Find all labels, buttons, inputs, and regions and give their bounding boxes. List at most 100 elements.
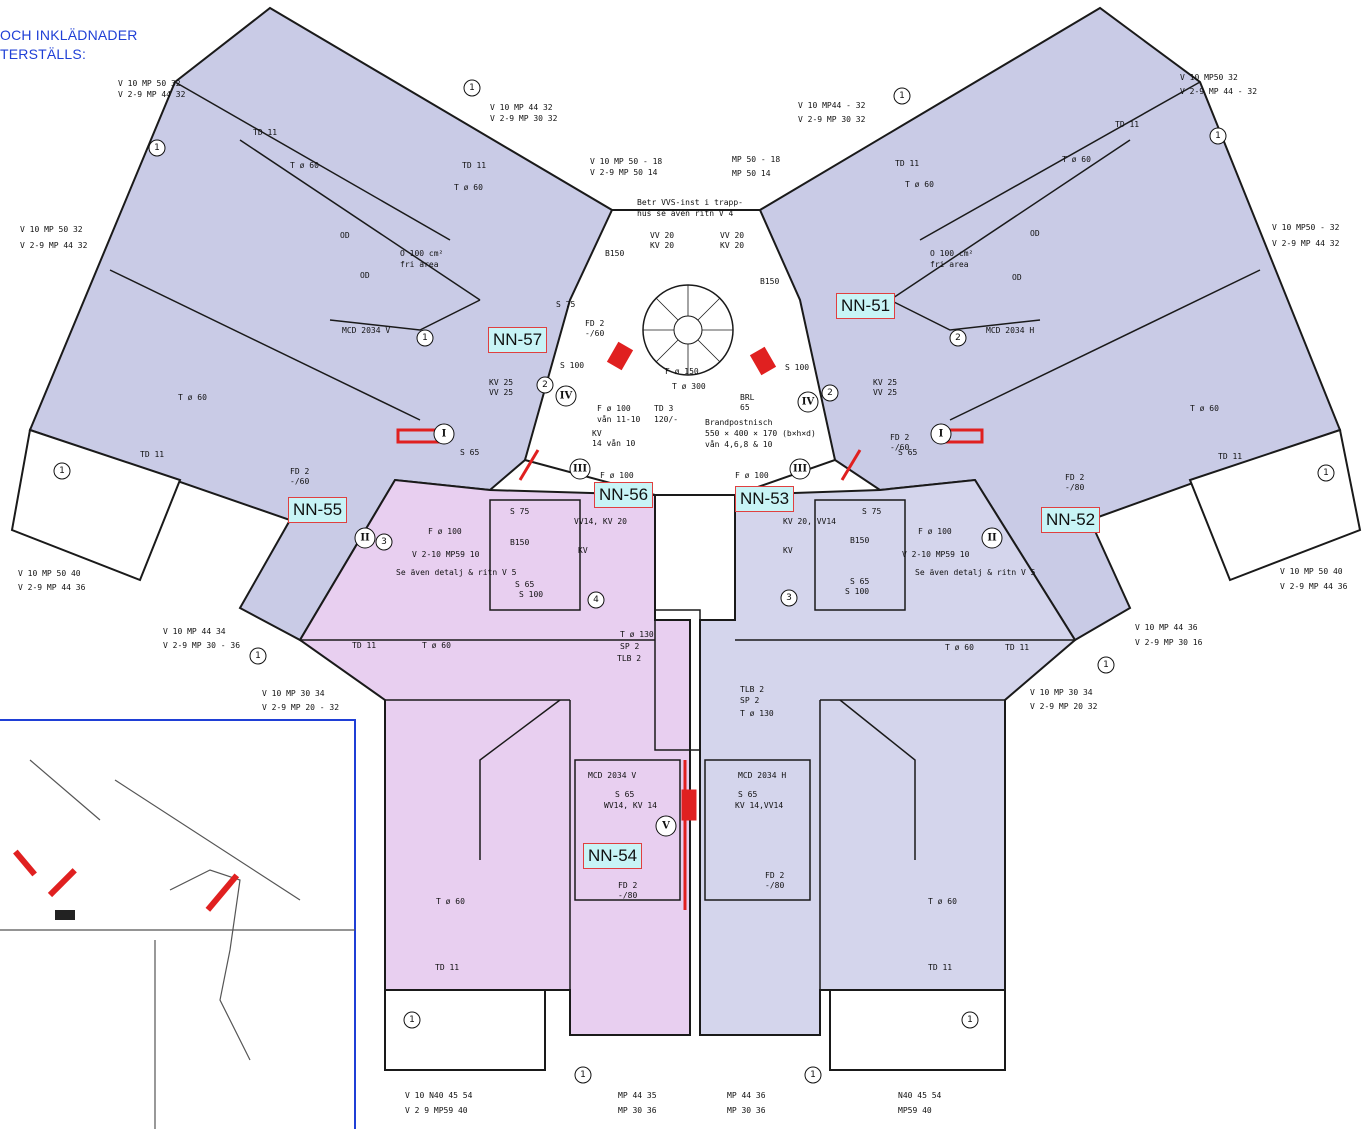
note-tr-g1: V 10 MP 30 34 — [1030, 688, 1093, 697]
note-td3b: 120/- — [654, 415, 678, 424]
note-fd-1: FD 2 — [585, 319, 604, 328]
note-o100b-r: fri area — [930, 260, 969, 269]
svg-text:1: 1 — [469, 83, 475, 93]
note-tl-d1: V 10 MP 50 32 — [20, 225, 83, 234]
note-tr-f2: V 2-9 MP 30 16 — [1135, 638, 1203, 647]
note-t60-2: T ø 60 — [454, 183, 483, 192]
note-b150-3: B150 — [510, 538, 529, 547]
tag-nn-51: NN-51 — [836, 293, 896, 319]
note-tl-e2: V 2-9 MP 44 36 — [18, 583, 86, 592]
tag-nn-56: NN-56 — [594, 482, 654, 508]
svg-text:IV: IV — [560, 391, 573, 402]
note-detail-l: Se även detalj & ritn V 5 — [396, 568, 517, 577]
note-t60-8: T ø 60 — [945, 643, 974, 652]
note-vv25-l: VV 25 — [489, 388, 513, 397]
note-tr-g2: V 2-9 MP 20 32 — [1030, 702, 1098, 711]
svg-text:2: 2 — [542, 380, 548, 390]
shaft-markers — [396, 341, 984, 910]
note-fd-6b: -/80 — [765, 881, 784, 890]
tag-nn-52: NN-52 — [1041, 507, 1101, 533]
note-s100-2: S 100 — [785, 363, 809, 372]
svg-text:V: V — [661, 821, 670, 832]
note-tr-e2: V 2-9 MP 44 36 — [1280, 582, 1348, 591]
svg-text:II: II — [987, 533, 997, 544]
note-b-c1: MP 44 36 — [727, 1091, 766, 1100]
note-mcd5-l: MCD 2034 V — [588, 771, 636, 780]
note-fd-1b: -/60 — [585, 329, 604, 338]
svg-text:I: I — [442, 429, 447, 440]
note-f100a: F ø 100 — [597, 404, 631, 413]
svg-text:1: 1 — [1323, 468, 1329, 478]
note-s65-4: S 65 — [898, 448, 917, 457]
svg-text:1: 1 — [1103, 660, 1109, 670]
note-b-d1: N40 45 54 — [898, 1091, 942, 1100]
note-kvvv: KV 20, VV14 — [783, 517, 836, 526]
note-s65-3: S 65 — [460, 448, 479, 457]
svg-text:2: 2 — [827, 388, 833, 398]
svg-text:1: 1 — [967, 1015, 973, 1025]
note-t60-3: T ø 60 — [178, 393, 207, 402]
note-b-b2: MP 30 36 — [618, 1106, 657, 1115]
note-tl-b1: V 10 MP 44 32 — [490, 103, 553, 112]
note-brand-1: Brandpostnisch — [705, 418, 773, 427]
svg-text:1: 1 — [255, 651, 261, 661]
note-kv14b: 14 vån 10 — [592, 438, 636, 448]
note-brand-3: vån 4,6,8 & 10 — [705, 439, 773, 449]
note-kv20-r: KV 20 — [720, 241, 744, 250]
note-fd-5: FD 2 — [618, 881, 637, 890]
note-s100-3: S 100 — [519, 590, 543, 599]
note-od-4: OD — [1012, 273, 1022, 282]
note-s65-5: S 65 — [615, 790, 634, 799]
note-mp59-l: V 2-10 MP59 10 — [412, 550, 480, 559]
balcony-bottom-left — [384, 989, 546, 1071]
note-b-c2: MP 30 36 — [727, 1106, 766, 1115]
note-tr-a2: V 2-9 MP 44 - 32 — [1180, 87, 1257, 96]
note-fd-2: FD 2 — [290, 467, 309, 476]
note-td11-8: TD 11 — [1005, 643, 1029, 652]
note-o100-r: O 100 cm² — [930, 249, 973, 258]
svg-text:2: 2 — [955, 333, 961, 343]
note-fd-3: FD 2 — [890, 433, 909, 442]
note-vvkv: VV14, KV 20 — [574, 517, 627, 526]
svg-text:II: II — [360, 533, 370, 544]
note-detail-r: Se även detalj & ritn V 5 — [915, 568, 1036, 577]
inset-detail — [0, 719, 356, 1129]
note-s100-1: S 100 — [560, 361, 584, 370]
note-tr-b1: V 10 MP44 - 32 — [798, 101, 866, 110]
note-brand-2: 550 × 400 × 170 (b×h×d) — [705, 429, 816, 438]
balcony-left — [10, 428, 182, 582]
note-kv14-l: KV — [578, 546, 588, 555]
note-s65-1: S 65 — [515, 580, 534, 589]
unit-number-circles: 1 1 1 1 1 2 1 1 2 2 4 3 1 1 1 1 1 1 3 — [53, 79, 1335, 1084]
note-t60-7: T ø 60 — [422, 641, 451, 650]
svg-text:1: 1 — [422, 333, 428, 343]
header-line-1: OCH INKLÄDNADER — [0, 27, 138, 43]
svg-text:1: 1 — [810, 1070, 816, 1080]
note-betr-1: Betr VVS-inst i trapp- — [637, 198, 743, 207]
note-o100b-l: fri area — [400, 260, 439, 269]
shaft-numerals: I I II II III III IV IV V — [354, 385, 1003, 837]
note-t60-1: T ø 60 — [290, 161, 319, 170]
note-b150-2: B150 — [760, 277, 779, 286]
note-od-3: OD — [1030, 229, 1040, 238]
interior-walls — [109, 81, 1261, 990]
note-kv25-r: KV 25 — [873, 378, 897, 387]
note-fd-3b: -/60 — [890, 443, 909, 452]
note-vv25-r: VV 25 — [873, 388, 897, 397]
apartment-bottom-left — [298, 478, 691, 1036]
svg-text:1: 1 — [580, 1070, 586, 1080]
note-td3: TD 3 — [654, 404, 673, 413]
tag-nn-53: NN-53 — [735, 486, 795, 512]
note-od-2: OD — [360, 271, 370, 280]
svg-text:3: 3 — [381, 537, 387, 547]
note-mcd-l: MCD 2034 V — [342, 326, 390, 335]
note-s75-1: S 75 — [556, 300, 575, 309]
note-t60-5: T ø 60 — [905, 180, 934, 189]
note-kv14-r: KV — [783, 546, 793, 555]
note-brl-2: 65 — [740, 403, 750, 412]
note-tl-c1: V 10 MP 50 - 18 — [590, 157, 662, 166]
note-kv14: KV — [592, 429, 602, 438]
note-t60-4: T ø 60 — [1062, 155, 1091, 164]
note-t60-6: T ø 60 — [1190, 404, 1219, 413]
